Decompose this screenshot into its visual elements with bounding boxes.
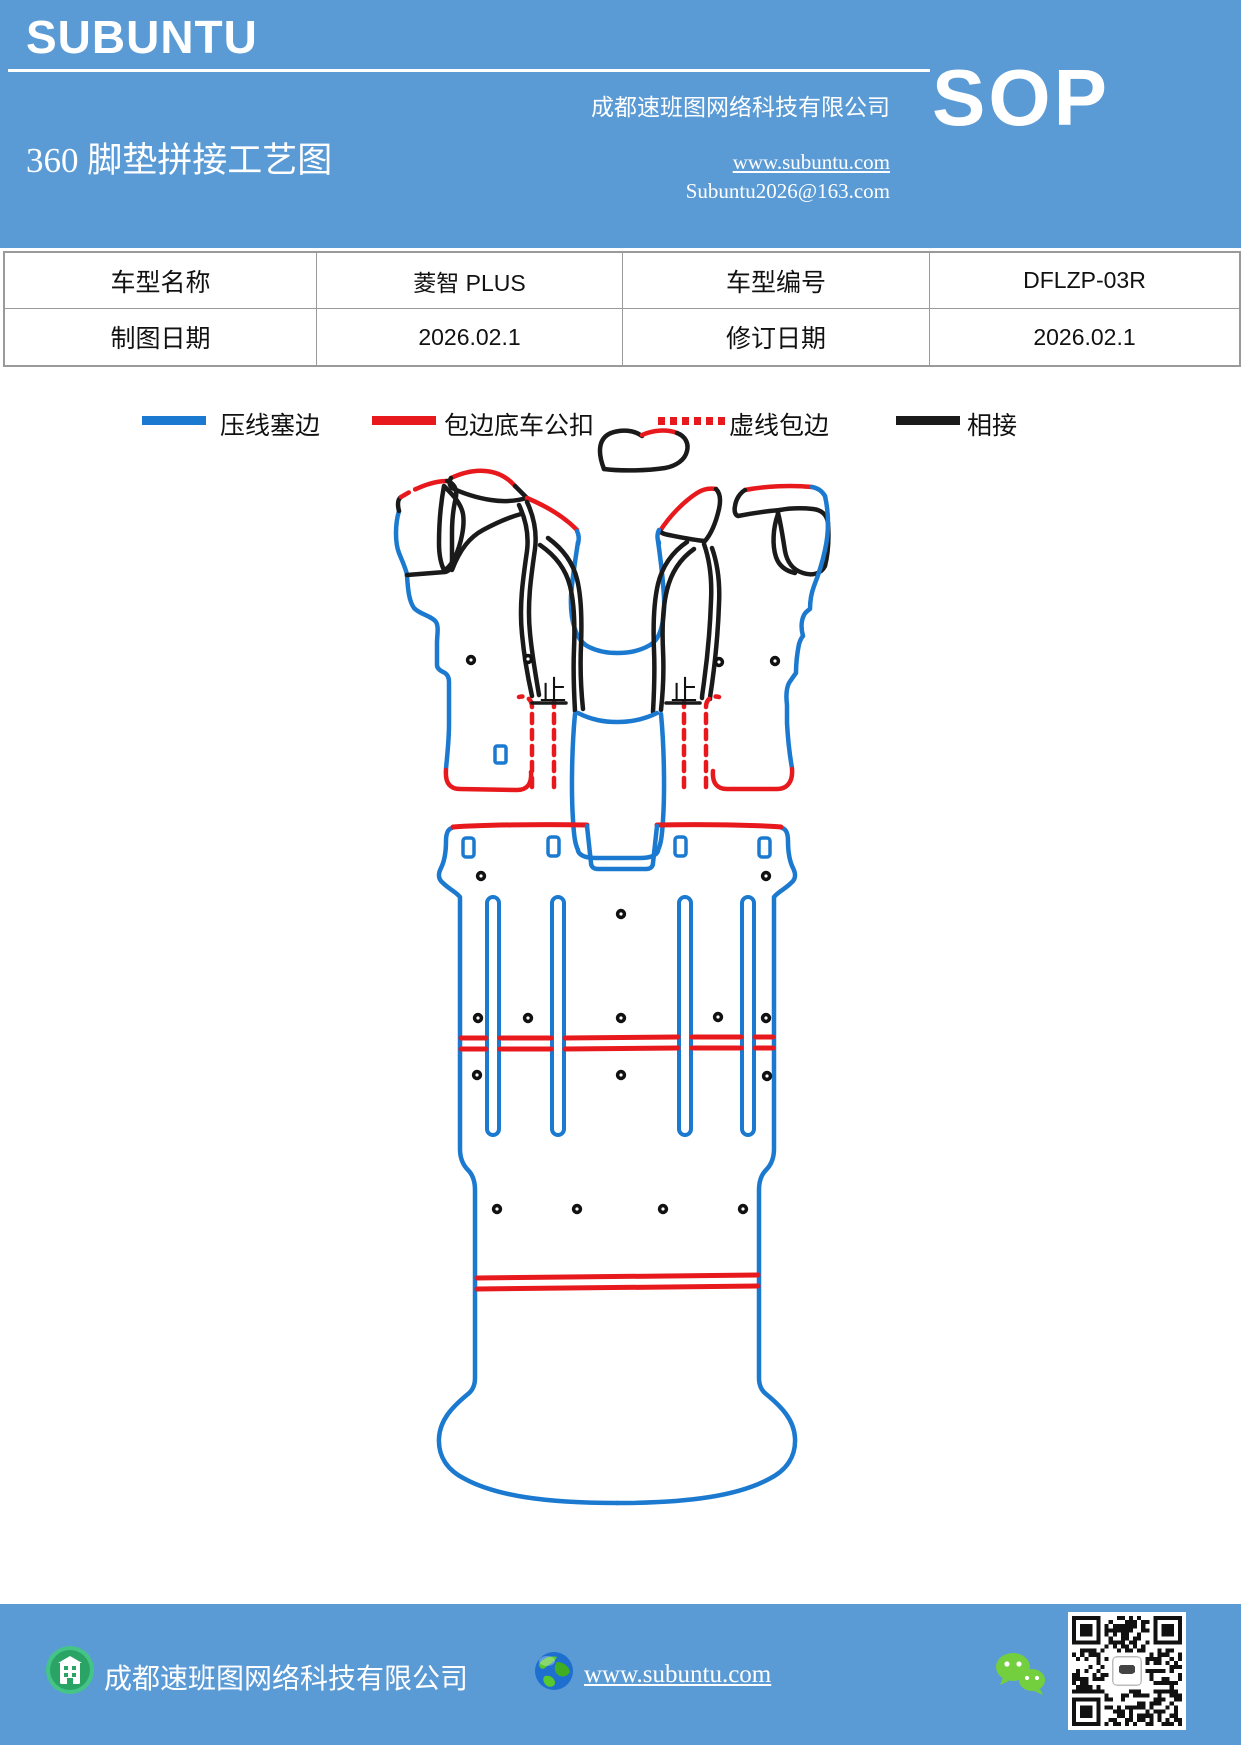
table-cell-draw-date-value: 2026.02.1	[317, 309, 623, 365]
vehicle-info-table: 车型名称 菱智 PLUS 车型编号 DFLZP-03R 制图日期 2026.02…	[3, 251, 1241, 367]
front-holes	[465, 653, 781, 668]
sop-badge: SOP	[932, 53, 1110, 142]
legend-swatch-red-line	[372, 416, 436, 425]
table-cell-model-code-label: 车型编号	[623, 253, 930, 309]
stop-marker-left: 止	[540, 676, 567, 706]
stop-markers: 止 止	[530, 676, 702, 706]
table-cell-revise-date-value: 2026.02.1	[1033, 323, 1136, 350]
rear-seam-upper	[458, 1034, 776, 1052]
table-cell-draw-date-label: 制图日期	[5, 309, 317, 365]
legend-label-binding-buckle: 包边底车公扣	[444, 413, 595, 440]
brand-logo: SUBUNTU	[26, 11, 258, 63]
front-mat-slot	[493, 744, 508, 765]
page-title: 360 脚垫拼接工艺图	[26, 141, 333, 180]
building-icon	[46, 1646, 94, 1694]
rear-mat	[436, 822, 798, 1506]
header-company-name: 成都速班图网络科技有限公司	[591, 95, 890, 120]
table-cell-model-name-value: 菱智 PLUS	[317, 253, 623, 309]
globe-icon	[535, 1652, 573, 1690]
front-right-mat	[655, 483, 831, 792]
footer-company-name: 成都速班图网络科技有限公司	[104, 1664, 469, 1695]
legend-label-joint: 相接	[967, 413, 1018, 440]
legend-label-dashed-binding: 虚线包边	[729, 413, 830, 440]
legend-label-press-edge: 压线塞边	[220, 413, 321, 440]
rear-mat-long-slot	[677, 895, 693, 1137]
legend-swatch-black-line	[896, 416, 960, 425]
table-cell-model-code-value: DFLZP-03R	[930, 253, 1239, 309]
header-banner: SUBUNTU 成都速班图网络科技有限公司 360 脚垫拼接工艺图 www.su…	[0, 0, 1241, 248]
rear-mat-long-slot	[485, 895, 501, 1137]
qr-code	[1068, 1612, 1186, 1730]
front-center-tunnel	[537, 428, 697, 861]
wechat-icon	[996, 1653, 1045, 1695]
header-divider	[8, 69, 930, 72]
header-email[interactable]: Subuntu2026@163.com	[685, 179, 890, 203]
legend-swatch-blue-line	[142, 416, 206, 425]
rear-mat-long-slot	[550, 895, 566, 1137]
rear-mat-long-slot	[740, 895, 756, 1137]
rear-holes	[471, 870, 773, 1215]
legend-swatch-red-dashed-line	[658, 417, 726, 425]
header-website-link[interactable]: www.subuntu.com	[732, 150, 890, 174]
rear-seam-lower	[474, 1272, 761, 1292]
stop-marker-right: 止	[671, 676, 698, 706]
front-left-mat	[393, 468, 581, 793]
table-cell-revise-date-label: 修订日期	[623, 309, 930, 365]
table-cell-model-name-label: 车型名称	[5, 253, 317, 309]
footer-website-link[interactable]: www.subuntu.com	[584, 1661, 772, 1688]
